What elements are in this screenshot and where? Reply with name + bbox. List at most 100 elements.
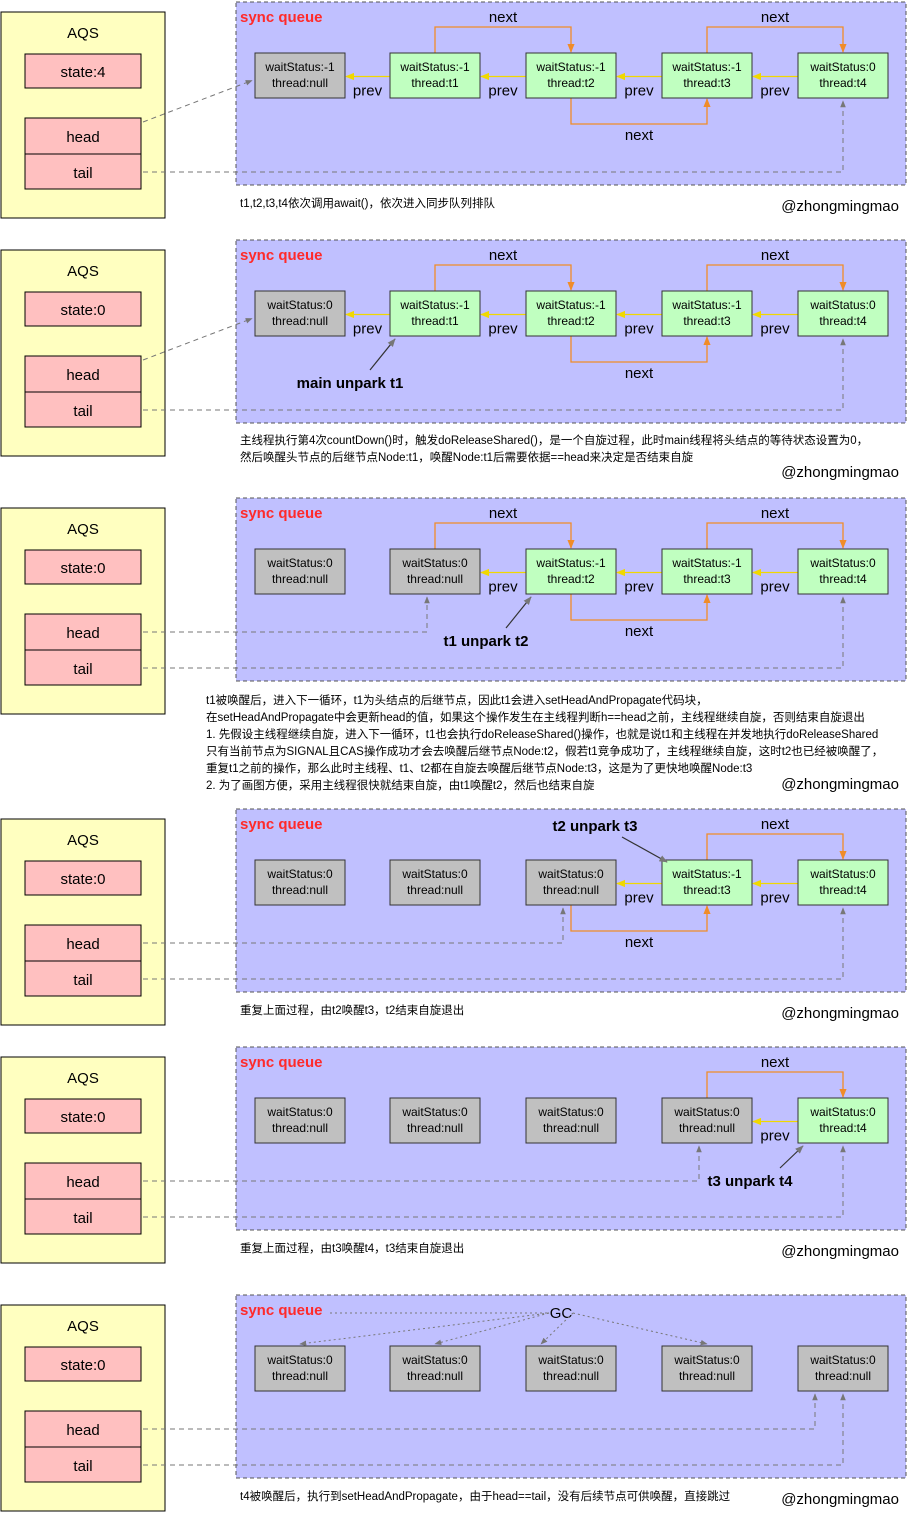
next-label: next — [761, 1054, 790, 1071]
node-wait-status: waitStatus:-1 — [671, 867, 742, 881]
aqs-state: state:0 — [60, 560, 105, 577]
head-pointer-arrow — [142, 318, 253, 361]
node-thread: thread:null — [815, 1369, 871, 1383]
prev-label: prev — [353, 83, 383, 100]
node-thread: thread:t3 — [683, 883, 731, 897]
node-wait-status: waitStatus:-1 — [671, 556, 742, 570]
aqs-head: head — [66, 936, 99, 953]
head-pointer-arrow — [143, 1145, 702, 1182]
aqs-head: head — [66, 1174, 99, 1191]
node-wait-status: waitStatus:-1 — [264, 60, 335, 74]
watermark: @zhongmingmao — [781, 198, 899, 215]
unpark-arrow — [369, 338, 396, 371]
prev-label: prev — [760, 579, 790, 596]
node-wait-status: waitStatus:-1 — [535, 298, 606, 312]
caption-line: t1,t2,t3,t4依次调用await()，依次进入同步队列排队 — [240, 196, 495, 210]
caption-line: 2. 为了画图方便，采用主线程很快就结束自旋，由t1唤醒t2，然后也结束自旋 — [206, 778, 595, 792]
unpark-label: t2 unpark t3 — [552, 818, 637, 835]
aqs-head: head — [66, 1422, 99, 1439]
prev-label: prev — [624, 579, 654, 596]
node-thread: thread:t1 — [411, 314, 459, 328]
unpark-label: t1 unpark t2 — [443, 633, 528, 650]
prev-label: prev — [488, 579, 518, 596]
node-wait-status: waitStatus:0 — [401, 867, 468, 881]
node-thread: thread:t4 — [819, 314, 867, 328]
head-pointer-arrow — [143, 596, 430, 633]
node-wait-status: waitStatus:0 — [401, 1105, 468, 1119]
sync-queue-title: sync queue — [240, 816, 323, 833]
caption-line: t1被唤醒后，进入下一循环，t1为头结点的后继节点，因此t1会进入setHead… — [206, 693, 708, 707]
node-thread: thread:null — [679, 1369, 735, 1383]
unpark-arrow — [505, 596, 532, 629]
tail-pointer-arrow — [143, 338, 846, 411]
next-pointer-arrow — [706, 522, 847, 549]
next-label: next — [489, 247, 518, 264]
gc-arrow — [299, 1312, 550, 1347]
node-thread: thread:null — [543, 883, 599, 897]
node-thread: thread:null — [272, 76, 328, 90]
node-thread: thread:null — [407, 572, 463, 586]
queue-node: waitStatus:0 thread:t4 — [797, 52, 889, 99]
aqs-title: AQS — [67, 25, 99, 42]
node-wait-status: waitStatus:-1 — [399, 60, 470, 74]
node-thread: thread:t4 — [819, 572, 867, 586]
watermark: @zhongmingmao — [781, 1491, 899, 1508]
node-wait-status: waitStatus:0 — [809, 298, 876, 312]
queue-node: waitStatus:-1 thread:t3 — [661, 859, 753, 906]
node-wait-status: waitStatus:0 — [809, 60, 876, 74]
node-thread: thread:null — [272, 1121, 328, 1135]
node-wait-status: waitStatus:-1 — [399, 298, 470, 312]
node-wait-status: waitStatus:0 — [673, 1105, 740, 1119]
node-thread: thread:null — [272, 572, 328, 586]
node-thread: thread:t4 — [819, 76, 867, 90]
node-thread: thread:t3 — [683, 76, 731, 90]
prev-label: prev — [624, 321, 654, 338]
aqs-title: AQS — [67, 263, 99, 280]
node-thread: thread:null — [407, 1369, 463, 1383]
aqs-state: state:0 — [60, 871, 105, 888]
prev-label: prev — [760, 1128, 790, 1145]
node-thread: thread:null — [543, 1121, 599, 1135]
prev-label: prev — [760, 890, 790, 907]
unpark-label: main unpark t1 — [297, 375, 404, 392]
caption-line: t4被唤醒后，执行到setHeadAndPropagate，由于head==ta… — [240, 1489, 731, 1503]
next-label: next — [625, 623, 654, 640]
unpark-arrow — [779, 1145, 804, 1169]
sync-queue-title: sync queue — [240, 505, 323, 522]
next-pointer-arrow — [706, 26, 847, 53]
node-wait-status: waitStatus:0 — [266, 1353, 333, 1367]
node-thread: thread:t2 — [547, 572, 595, 586]
node-thread: thread:t2 — [547, 314, 595, 328]
queue-node: waitStatus:-1 thread:t3 — [661, 548, 753, 595]
node-thread: thread:null — [543, 1369, 599, 1383]
next-pointer-arrow — [706, 1071, 847, 1098]
tail-pointer-arrow — [143, 907, 846, 980]
queue-node: waitStatus:0 thread:null — [389, 548, 481, 595]
queue-node: waitStatus:-1 thread:t2 — [525, 290, 617, 337]
queue-node: waitStatus:-1 thread:t1 — [389, 290, 481, 337]
gc-label: GC — [550, 1305, 573, 1322]
node-wait-status: waitStatus:0 — [401, 556, 468, 570]
sync-queue-title: sync queue — [240, 1054, 323, 1071]
node-thread: thread:t4 — [819, 1121, 867, 1135]
node-thread: thread:t3 — [683, 572, 731, 586]
